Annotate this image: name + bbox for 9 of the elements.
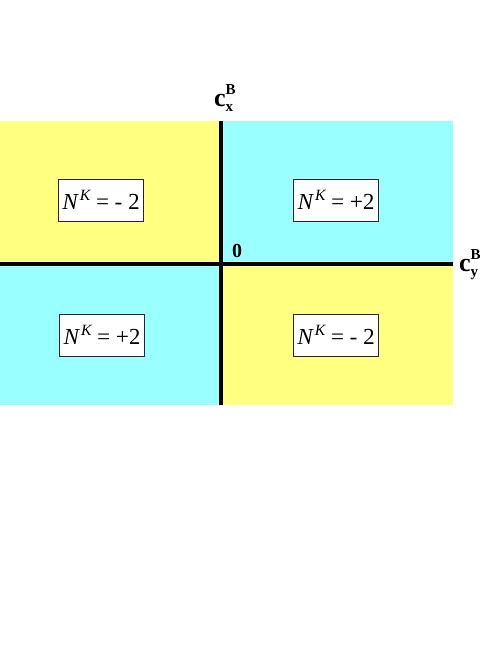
formula-label: N$^{K}$ = - 2: [58, 179, 144, 222]
formula-label: N$^{K}$ = +2: [59, 314, 145, 357]
formula-label: N$^{K}$ = - 2: [293, 314, 379, 357]
origin-label: 0: [232, 241, 242, 261]
quadrant-panel: [0, 264, 221, 405]
quadrant-panel: [221, 264, 453, 405]
quadrant-panel: [0, 121, 221, 264]
formula-label: N$^{K}$ = +2: [293, 179, 379, 222]
quadrant-panel: [221, 121, 453, 264]
